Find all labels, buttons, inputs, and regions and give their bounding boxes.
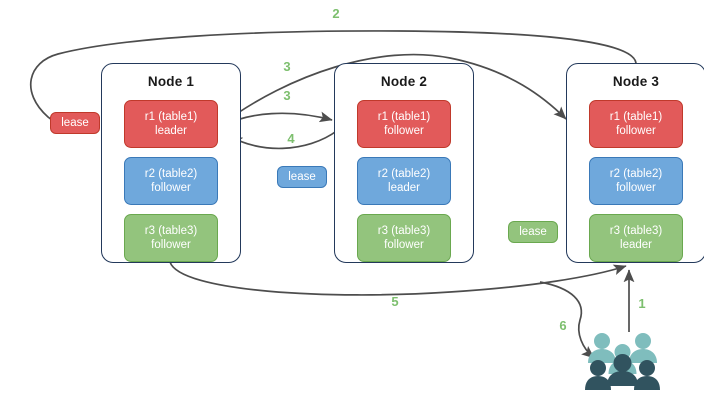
replica-name: r2 (table2) <box>144 168 198 180</box>
node-card-2[interactable]: Node 2 r1 (table1) follower r2 (table2) … <box>334 63 474 263</box>
replica-name: r1 (table1) <box>609 111 663 123</box>
replica-r2[interactable]: r2 (table2) leader <box>357 157 451 205</box>
arrow-step-5 <box>169 261 627 296</box>
node-card-1[interactable]: Node 1 r1 (table1) leader r2 (table2) fo… <box>101 63 241 263</box>
replica-name: r3 (table3) <box>377 225 431 237</box>
replica-role: follower <box>384 125 424 137</box>
replica-r2[interactable]: r2 (table2) follower <box>589 157 683 205</box>
replica-name: r3 (table3) <box>609 225 663 237</box>
node-title: Node 2 <box>380 74 428 89</box>
replica-r1[interactable]: r1 (table1) follower <box>357 100 451 148</box>
replica-r3[interactable]: r3 (table3) leader <box>589 214 683 262</box>
node-card-3[interactable]: Node 3 r1 (table1) follower r2 (table2) … <box>566 63 704 263</box>
replica-role: follower <box>616 125 656 137</box>
lease-badge-green[interactable]: lease <box>508 221 558 243</box>
replica-role: leader <box>388 182 420 194</box>
lease-badge-red[interactable]: lease <box>50 112 100 134</box>
replica-role: leader <box>620 239 652 251</box>
step-label-4: 4 <box>287 131 295 146</box>
replica-r3[interactable]: r3 (table3) follower <box>124 214 218 262</box>
replica-r2[interactable]: r2 (table2) follower <box>124 157 218 205</box>
replica-name: r3 (table3) <box>144 225 198 237</box>
replica-name: r1 (table1) <box>377 111 431 123</box>
step-label-2: 2 <box>332 6 340 21</box>
replica-role: follower <box>384 239 424 251</box>
replica-role: follower <box>151 182 191 194</box>
replica-r1[interactable]: r1 (table1) follower <box>589 100 683 148</box>
step-label-5: 5 <box>391 294 399 309</box>
node-title: Node 3 <box>612 74 660 89</box>
replica-name: r2 (table2) <box>377 168 431 180</box>
step-label-1: 1 <box>638 296 646 311</box>
step-label-3-long: 3 <box>283 59 291 74</box>
step-label-3-short: 3 <box>283 88 291 103</box>
node-title: Node 1 <box>147 74 195 89</box>
people-group-icon <box>585 333 660 390</box>
replica-name: r2 (table2) <box>609 168 663 180</box>
replica-r3[interactable]: r3 (table3) follower <box>357 214 451 262</box>
step-label-6: 6 <box>559 318 567 333</box>
replica-role: follower <box>151 239 191 251</box>
replica-name: r1 (table1) <box>144 111 198 123</box>
replica-role: follower <box>616 182 656 194</box>
replica-role: leader <box>155 125 187 137</box>
replica-r1[interactable]: r1 (table1) leader <box>124 100 218 148</box>
lease-badge-blue[interactable]: lease <box>277 166 327 188</box>
